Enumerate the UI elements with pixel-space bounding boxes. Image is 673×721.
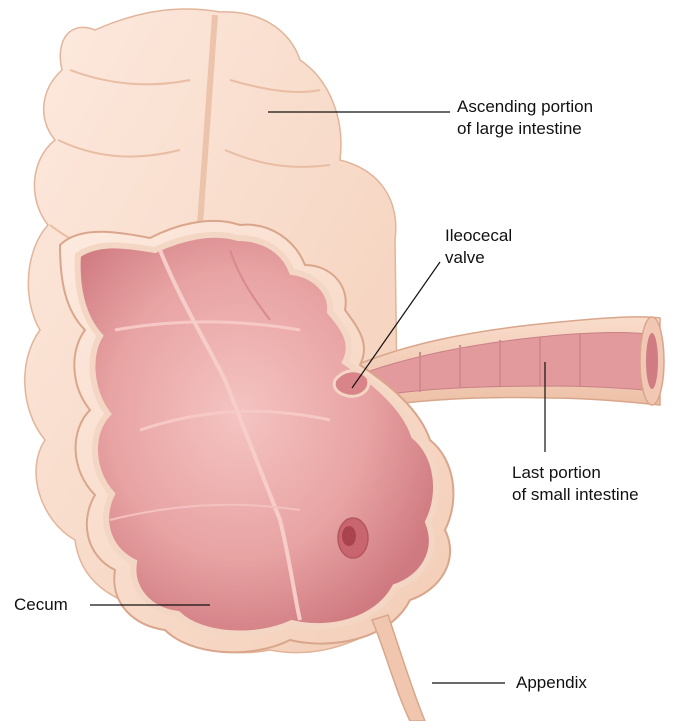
label-ileocecal-valve: Ileocecal valve — [445, 225, 512, 269]
label-cecum-text: Cecum — [14, 594, 68, 616]
label-ascending-line1: Ascending portion — [457, 96, 593, 118]
label-ileocecal-line1: Ileocecal — [445, 225, 512, 247]
appendix — [372, 615, 425, 721]
label-small-intestine-line2: of small intestine — [512, 484, 639, 506]
label-ascending-line2: of large intestine — [457, 118, 593, 140]
label-ascending-portion: Ascending portion of large intestine — [457, 96, 593, 140]
label-small-intestine-line1: Last portion — [512, 462, 639, 484]
label-appendix: Appendix — [516, 672, 587, 694]
label-small-intestine: Last portion of small intestine — [512, 462, 639, 506]
label-appendix-text: Appendix — [516, 672, 587, 694]
label-ileocecal-line2: valve — [445, 247, 512, 269]
label-cecum: Cecum — [14, 594, 68, 616]
